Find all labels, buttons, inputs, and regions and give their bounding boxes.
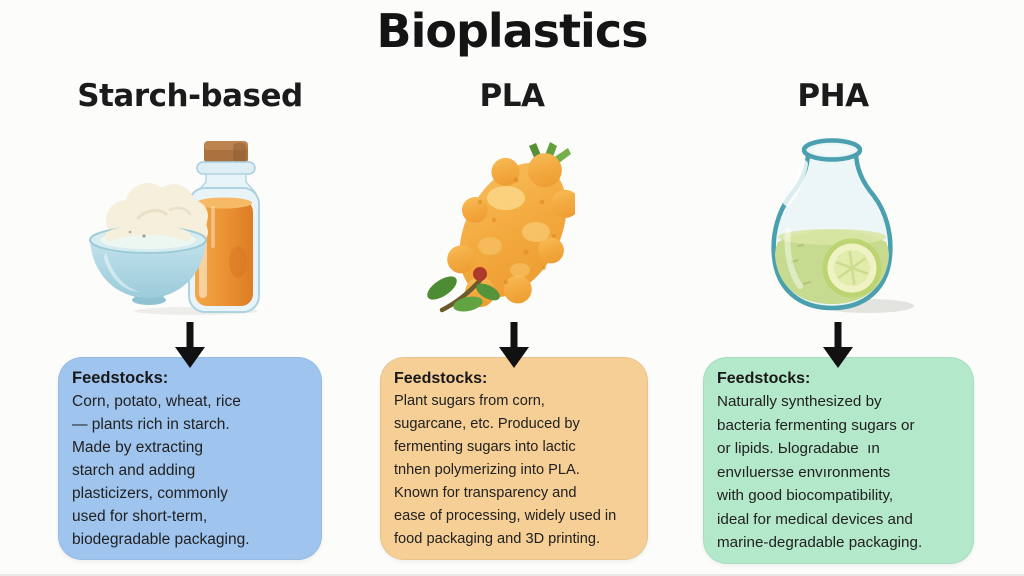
column-header-pha: PHA xyxy=(797,78,869,114)
fruit-body-icon xyxy=(447,153,575,308)
starch-bowl-icon xyxy=(89,183,208,305)
page-title: Bioplastics xyxy=(376,4,649,58)
flask-icon xyxy=(771,138,893,311)
down-arrow-icon xyxy=(175,322,205,368)
pla-corn-fruit-illustration xyxy=(427,142,575,313)
feedstock-label: Feedstocks: xyxy=(72,369,169,387)
feedstock-label: Feedstocks: xyxy=(717,370,811,387)
feedstock-box-pla: Feedstocks: Plant sugars from corn, suga… xyxy=(380,357,648,560)
feedstock-label: Feedstocks: xyxy=(394,370,488,387)
feedstock-box-starch: Feedstocks: Corn, potato, wheat, rice — … xyxy=(58,357,322,560)
twig-leaves-icon xyxy=(427,267,500,313)
down-arrow-icon xyxy=(823,322,853,368)
starch-bowl-and-bottle-illustration xyxy=(89,141,260,315)
fruit-texture xyxy=(478,177,556,285)
column-header-starch: Starch-based xyxy=(77,78,303,114)
lime-slice-icon xyxy=(822,238,882,298)
down-arrow-icon xyxy=(499,322,529,368)
feedstock-box-pha: Feedstocks: Naturally synthesized by bac… xyxy=(703,357,974,564)
bottom-edge-line xyxy=(0,574,1024,576)
feedstock-body: Naturally synthesized by bacteria fermen… xyxy=(717,393,923,551)
feedstock-body: Corn, potato, wheat, rice — plants rich … xyxy=(72,393,250,548)
feedstock-body: Plant sugars from corn, sugarcane, etc. … xyxy=(394,393,617,547)
column-header-pla: PLA xyxy=(479,78,545,114)
pha-flask-illustration xyxy=(771,138,914,313)
